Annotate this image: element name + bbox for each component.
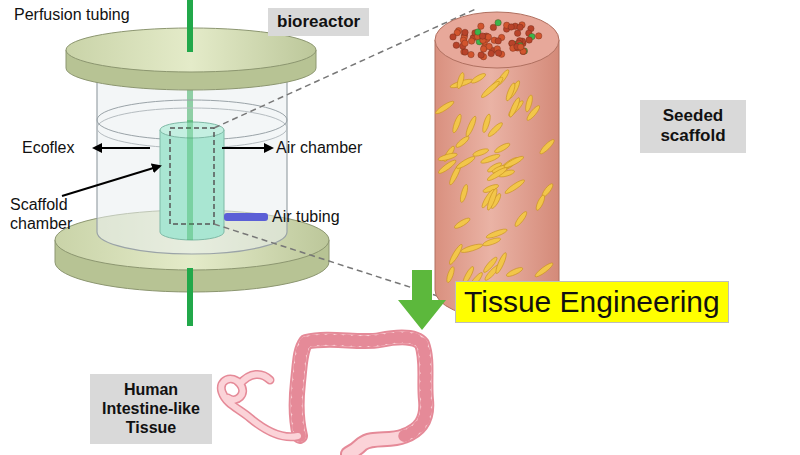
scaffold-chamber: [160, 120, 224, 240]
node-text: bioreactor: [277, 12, 360, 32]
perfusion-tubing: [187, 0, 193, 326]
node-text: Human Intestine-like Tissue: [96, 380, 206, 438]
label-box: Seeded scaffold: [640, 100, 746, 153]
label-box: Human Intestine-like Tissue: [90, 374, 212, 444]
air-tubing: [224, 213, 268, 221]
node-text: Tissue Engineering: [464, 284, 720, 320]
process-box: Tissue Engineering: [455, 281, 729, 323]
part-label: Air chamber: [276, 138, 362, 157]
node-text: Seeded scaffold: [646, 106, 740, 147]
title-box: bioreactor: [268, 8, 369, 36]
air-chamber-cylinder: [97, 80, 287, 254]
part-label: Scaffold chamber: [10, 195, 88, 233]
part-label: Air tubing: [272, 207, 340, 226]
part-label: Ecoflex: [22, 138, 74, 157]
leader-lines: [62, 148, 272, 196]
process-arrow: [398, 270, 446, 330]
top-plate: [66, 0, 316, 326]
part-label: Perfusion tubing: [14, 5, 130, 24]
intestine: [221, 337, 426, 454]
seeded-scaffold: [434, 12, 559, 318]
